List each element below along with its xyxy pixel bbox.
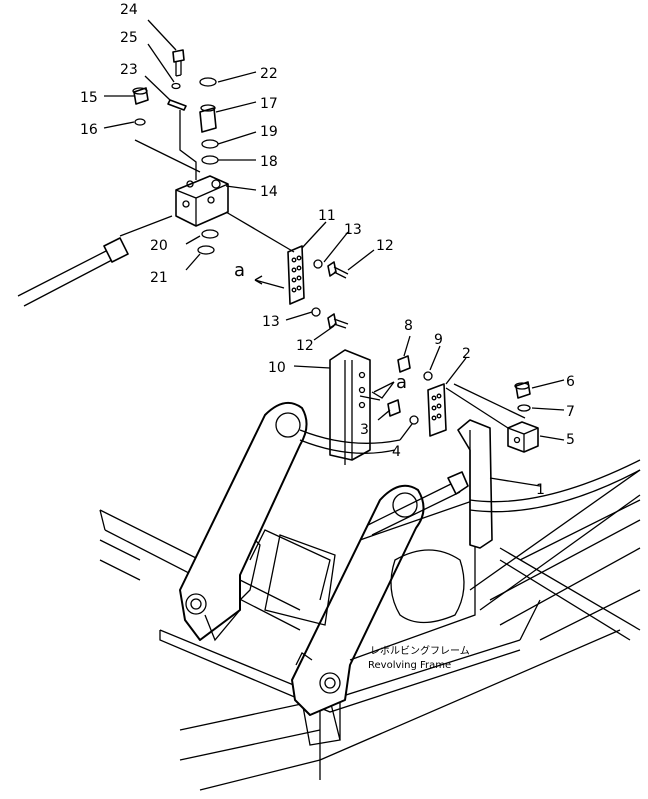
callout-1: 1 bbox=[536, 482, 545, 498]
washer-4 bbox=[409, 415, 419, 425]
connector-5 bbox=[507, 421, 539, 453]
callout-18: 18 bbox=[260, 154, 278, 170]
callout-12a: 12 bbox=[376, 238, 394, 254]
boom-bracket-left bbox=[179, 401, 308, 642]
washer-9 bbox=[423, 371, 433, 381]
plate-2 bbox=[427, 383, 447, 437]
revolving-frame-label: レボルビングフレーム Revolving Frame bbox=[368, 644, 470, 671]
fitting-17 bbox=[199, 104, 217, 133]
callout-12b: 12 bbox=[296, 338, 314, 354]
plate-11 bbox=[287, 245, 305, 305]
callout-11: 11 bbox=[318, 208, 336, 224]
guide-lines bbox=[119, 110, 526, 429]
callout-13b: 13 bbox=[262, 314, 280, 330]
callout-7: 7 bbox=[566, 404, 575, 420]
callout-19: 19 bbox=[260, 124, 278, 140]
callout-21: 21 bbox=[150, 270, 168, 286]
callout-22: 22 bbox=[260, 66, 278, 82]
plug-6 bbox=[514, 381, 531, 399]
hose-upper bbox=[17, 237, 129, 307]
bolt-8 bbox=[397, 355, 411, 373]
stay-10 bbox=[329, 349, 371, 465]
callout-5: 5 bbox=[566, 432, 575, 448]
frame-label-english: Revolving Frame bbox=[368, 660, 451, 671]
revolving-frame bbox=[99, 469, 641, 791]
bolt-24 bbox=[172, 49, 185, 77]
view-label-a-upper: a bbox=[234, 260, 245, 281]
callout-9: 9 bbox=[434, 332, 443, 348]
frame-label-japanese: レボルビングフレーム bbox=[370, 644, 470, 657]
callout-20: 20 bbox=[150, 238, 168, 254]
callout-14: 14 bbox=[260, 184, 278, 200]
callout-6: 6 bbox=[566, 374, 575, 390]
pin-23 bbox=[167, 99, 187, 111]
callout-10: 10 bbox=[268, 360, 286, 376]
washers-13 bbox=[311, 259, 323, 317]
callout-13a: 13 bbox=[344, 222, 362, 238]
plug-15 bbox=[132, 87, 149, 105]
leader-lines bbox=[103, 19, 565, 487]
view-arrow-a bbox=[254, 275, 395, 401]
block-14 bbox=[175, 175, 229, 227]
callout-3: 3 bbox=[360, 422, 369, 438]
callout-16: 16 bbox=[80, 122, 98, 138]
callout-25: 25 bbox=[120, 30, 138, 46]
callout-2: 2 bbox=[462, 346, 471, 362]
boom-bracket-right bbox=[291, 484, 425, 716]
callout-4: 4 bbox=[392, 444, 401, 460]
bolt-3 bbox=[387, 399, 401, 417]
center-plate bbox=[249, 499, 476, 661]
hose-lower bbox=[299, 429, 641, 536]
view-label-a-lower: a bbox=[396, 372, 407, 393]
callout-15: 15 bbox=[80, 90, 98, 106]
callouts: 24 25 23 15 16 22 17 19 18 14 20 21 11 1… bbox=[80, 2, 575, 498]
callout-23: 23 bbox=[120, 62, 138, 78]
stay-1 bbox=[457, 419, 493, 549]
callout-24: 24 bbox=[120, 2, 138, 18]
callout-17: 17 bbox=[260, 96, 278, 112]
bolt-12-upper bbox=[327, 261, 349, 279]
callout-8: 8 bbox=[404, 318, 413, 334]
bolt-12-lower bbox=[327, 313, 349, 329]
